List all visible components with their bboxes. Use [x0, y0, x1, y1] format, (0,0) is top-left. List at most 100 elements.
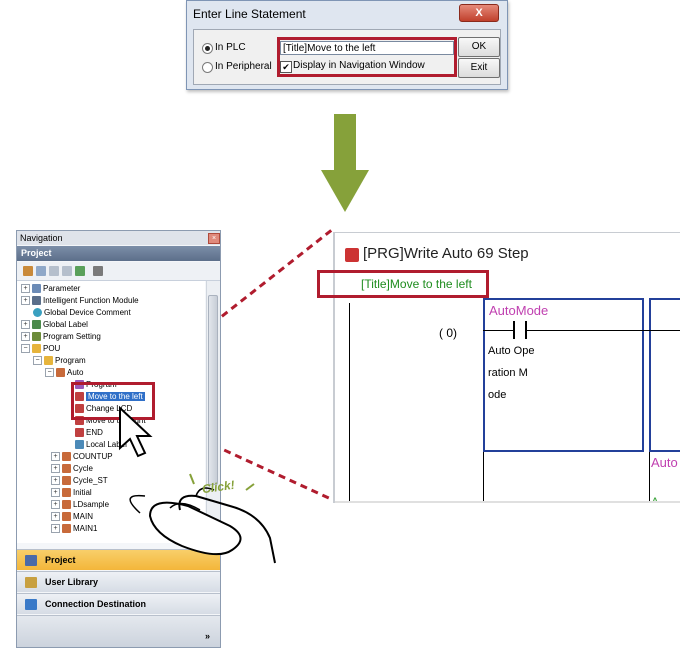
tab-user-library[interactable]: User Library [17, 571, 220, 592]
tree-item-local-label[interactable]: Local Label [75, 439, 127, 451]
sort-icon[interactable] [93, 266, 103, 276]
radio-in-peripheral-label: In Peripheral [215, 61, 272, 72]
device-comment-line-3: ode [488, 389, 507, 401]
tab-connection-destination[interactable]: Connection Destination [17, 593, 220, 614]
pou-icon [62, 464, 71, 474]
pou-icon [62, 500, 71, 510]
module-icon [32, 296, 41, 306]
expand-icon[interactable]: + [21, 320, 30, 330]
statement-input[interactable]: [Title]Move to the left [280, 41, 454, 55]
tree-item-global-device-comment[interactable]: Global Device Comment [33, 307, 131, 319]
navigation-close-button[interactable]: × [208, 233, 220, 244]
tree-item-auto[interactable]: −Auto [45, 367, 83, 379]
ladder-cell-box-next[interactable] [649, 298, 680, 452]
delete-icon[interactable] [62, 266, 72, 276]
zoom-bottom-edge [335, 501, 680, 503]
expand-icon[interactable]: + [51, 452, 60, 462]
exit-button[interactable]: Exit [458, 58, 500, 78]
ladder-wire [649, 452, 650, 503]
line-statement-text[interactable]: [Title]Move to the left [361, 277, 472, 291]
tree-item-program-setting[interactable]: +Program Setting [21, 331, 101, 343]
contact-left-bar [513, 321, 515, 339]
expand-icon[interactable]: + [21, 332, 30, 342]
label-icon [32, 320, 41, 330]
ladder-wire [483, 452, 484, 503]
program-window-icon [345, 248, 359, 262]
tree-item-main1[interactable]: +MAIN1 [51, 523, 97, 535]
device-comment-line-1: Auto Ope [488, 345, 535, 357]
navigation-header: Navigation [17, 231, 220, 245]
tree-item-move-to-the-left[interactable]: Move to the left [75, 391, 145, 403]
expand-icon[interactable]: + [21, 296, 30, 306]
collapse-icon[interactable]: − [45, 368, 54, 378]
project-tree: +Parameter +Intelligent Function Module … [17, 281, 205, 543]
contact-device-label: AutoMode [489, 303, 549, 318]
statement-icon [75, 404, 84, 414]
dialog-title: Enter Line Statement [193, 7, 306, 21]
local-label-icon [75, 440, 84, 450]
tab-project[interactable]: Project [17, 549, 220, 570]
radio-in-peripheral[interactable] [202, 62, 213, 73]
paste-icon[interactable] [49, 266, 59, 276]
enter-line-statement-dialog: Enter Line Statement X In PLC In Periphe… [186, 0, 508, 90]
comment-icon [33, 308, 42, 318]
expand-icon[interactable]: + [51, 476, 60, 486]
ladder-cell-box[interactable] [483, 298, 644, 452]
tree-scrollbar-thumb[interactable] [208, 295, 218, 485]
expand-icon[interactable]: + [51, 464, 60, 474]
radio-in-plc[interactable] [202, 43, 213, 54]
pou-icon [62, 512, 71, 522]
contact-right-bar [525, 321, 527, 339]
copy-icon[interactable] [36, 266, 46, 276]
tree-item-pou[interactable]: −POU [21, 343, 60, 355]
tree-item-cycle[interactable]: +Cycle [51, 463, 93, 475]
pou-icon [62, 524, 71, 534]
mouse-icon [129, 487, 276, 564]
tree-item-intelligent-function-module[interactable]: +Intelligent Function Module [21, 295, 139, 307]
dialog-body: In PLC In Peripheral [Title]Move to the … [193, 29, 501, 85]
down-arrow-icon [321, 170, 369, 212]
pou-icon [62, 476, 71, 486]
pou-icon [62, 452, 71, 462]
tree-item-program-folder[interactable]: −Program [33, 355, 86, 367]
tree-item-ldsample[interactable]: +LDsample [51, 499, 109, 511]
folder-icon [32, 344, 41, 354]
expand-icon[interactable]: + [51, 500, 60, 510]
setting-icon [32, 332, 41, 342]
statement-icon [75, 428, 84, 438]
ok-button[interactable]: OK [458, 37, 500, 57]
tree-item-cycle-st[interactable]: +Cycle_ST [51, 475, 108, 487]
display-in-navigation-label: Display in Navigation Window [293, 60, 425, 71]
step-number: ( 0) [439, 326, 457, 340]
editor-window-title: [PRG]Write Auto 69 Step [363, 245, 529, 262]
library-icon [25, 577, 37, 588]
ladder-wire [483, 330, 513, 331]
tree-item-main[interactable]: +MAIN [51, 511, 93, 523]
tree-item-countup[interactable]: +COUNTUP [51, 451, 113, 463]
tree-item-change-lcd[interactable]: Change LCD [75, 403, 132, 415]
new-data-icon[interactable] [23, 266, 33, 276]
statement-icon [75, 416, 84, 426]
expand-icon[interactable]: + [21, 284, 30, 294]
tree-scrollbar[interactable] [206, 281, 220, 543]
connection-icon [25, 599, 37, 610]
refresh-icon[interactable] [75, 266, 85, 276]
tree-item-move-to-the-right[interactable]: Move to the right [75, 415, 146, 427]
collapse-icon[interactable]: − [21, 344, 30, 354]
expand-icon[interactable]: + [51, 488, 60, 498]
display-in-navigation-checkbox[interactable]: ✔ [280, 61, 292, 73]
collapse-icon[interactable]: − [33, 356, 42, 366]
tree-item-parameter[interactable]: +Parameter [21, 283, 80, 295]
down-arrow-shaft [334, 114, 356, 172]
next-device-label-2: A [651, 495, 660, 503]
dialog-close-button[interactable]: X [459, 4, 499, 22]
tree-item-initial[interactable]: +Initial [51, 487, 92, 499]
ladder-editor-zoom: [PRG]Write Auto 69 Step [Title]Move to t… [333, 232, 680, 503]
tree-item-end[interactable]: END [75, 427, 103, 439]
pou-icon [62, 488, 71, 498]
tree-item-global-label[interactable]: +Global Label [21, 319, 88, 331]
more-tabs-button[interactable]: » [17, 615, 220, 647]
expand-icon[interactable]: + [51, 524, 60, 534]
cursor-arrow-icon [119, 405, 153, 458]
expand-icon[interactable]: + [51, 512, 60, 522]
